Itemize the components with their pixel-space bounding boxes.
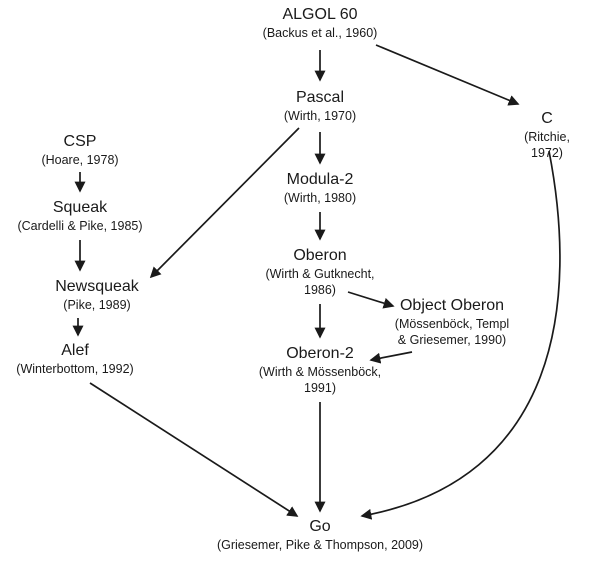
- node-squeak: Squeak (Cardelli & Pike, 1985): [17, 198, 142, 234]
- node-oberon: Oberon (Wirth & Gutknecht, 1986): [265, 246, 374, 298]
- node-oberon-sublabel: (Wirth & Gutknecht, 1986): [265, 267, 375, 297]
- node-algol-60-label: ALGOL 60: [282, 6, 358, 23]
- node-newsqueak: Newsqueak (Pike, 1989): [55, 277, 139, 313]
- node-alef: Alef (Winterbottom, 1992): [16, 341, 133, 377]
- node-alef-sublabel: (Winterbottom, 1992): [16, 362, 134, 376]
- node-oberon-2: Oberon-2 (Wirth & Mössenböck, 1991): [259, 344, 381, 396]
- node-modula-2-sublabel: (Wirth, 1980): [283, 191, 357, 205]
- node-pascal-sublabel: (Wirth, 1970): [283, 109, 357, 123]
- node-squeak-label: Squeak: [52, 199, 108, 216]
- node-pascal-label: Pascal: [295, 89, 345, 106]
- node-pascal: Pascal (Wirth, 1970): [284, 88, 356, 124]
- node-go-label: Go: [309, 518, 331, 535]
- node-object-oberon-label: Object Oberon: [399, 297, 505, 314]
- node-oberon-2-sublabel: (Wirth & Mössenböck, 1991): [258, 365, 382, 395]
- node-modula-2-label: Modula-2: [286, 171, 354, 188]
- node-newsqueak-sublabel: (Pike, 1989): [63, 298, 131, 312]
- node-alef-label: Alef: [61, 342, 89, 359]
- node-oberon-label: Oberon: [293, 247, 347, 264]
- node-algol-60-sublabel: (Backus et al., 1960): [262, 26, 378, 40]
- edge-c-to-go: [360, 150, 561, 520]
- edge-objectoberon-to-oberon2: [369, 351, 413, 364]
- node-newsqueak-label: Newsqueak: [55, 278, 139, 295]
- node-c: C (Ritchie, 1972): [521, 109, 574, 161]
- node-squeak-sublabel: (Cardelli & Pike, 1985): [17, 219, 143, 233]
- node-object-oberon: Object Oberon (Mössenböck, Templ & Gries…: [395, 296, 509, 348]
- node-csp-sublabel: (Hoare, 1978): [41, 153, 119, 167]
- node-go: Go (Griesemer, Pike & Thompson, 2009): [217, 517, 423, 553]
- edge-alef-to-go: [89, 382, 299, 517]
- node-c-sublabel: (Ritchie, 1972): [524, 130, 570, 160]
- edge-oberon-to-objectoberon: [347, 291, 395, 309]
- node-csp: CSP (Hoare, 1978): [41, 132, 118, 168]
- node-modula-2: Modula-2 (Wirth, 1980): [284, 170, 356, 206]
- node-algol-60: ALGOL 60 (Backus et al., 1960): [263, 5, 378, 41]
- node-csp-label: CSP: [63, 133, 97, 150]
- node-oberon-2-label: Oberon-2: [286, 345, 354, 362]
- node-c-label: C: [541, 110, 553, 127]
- node-go-sublabel: (Griesemer, Pike & Thompson, 2009): [216, 538, 424, 552]
- edge-algol60-to-c: [375, 44, 520, 106]
- node-object-oberon-sublabel: (Mössenböck, Templ & Griesemer, 1990): [394, 317, 510, 347]
- edge-pascal-to-newsqueak: [149, 127, 300, 279]
